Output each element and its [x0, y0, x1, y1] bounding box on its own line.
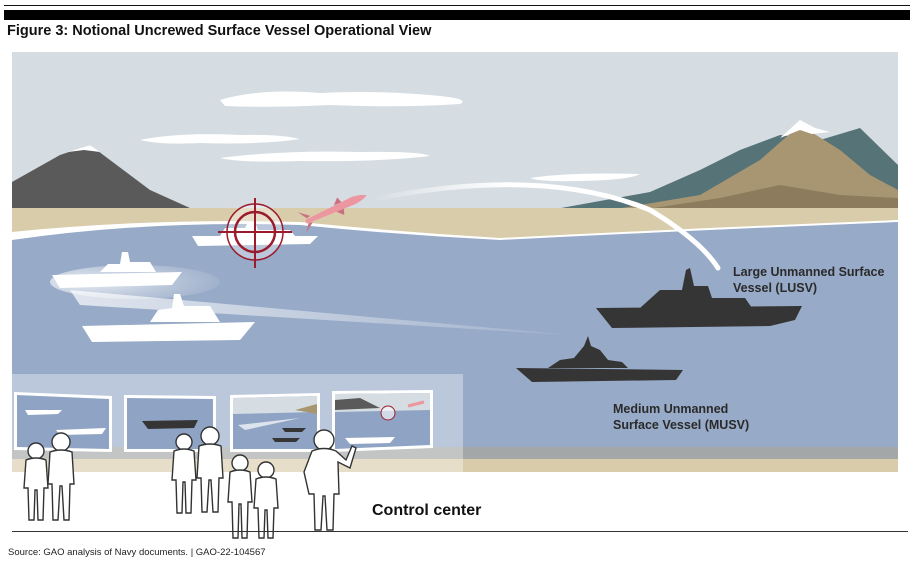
musv-label: Medium Unmanned Surface Vessel (MUSV) [613, 401, 749, 433]
white-ship-lower [82, 294, 255, 342]
musv-label-line-1: Medium Unmanned [613, 402, 729, 416]
musv-label-line-2: Surface Vessel (MUSV) [613, 418, 750, 432]
lusv-label-line-1: Large Unmanned Surface [733, 265, 885, 279]
mountain-right-tan [610, 125, 898, 210]
mountain-left-snow [68, 145, 100, 152]
white-ship-upper [52, 252, 182, 288]
operator-1 [23, 442, 49, 521]
operator-4 [196, 426, 224, 513]
clouds [140, 91, 640, 182]
operators [23, 426, 357, 539]
control-center-label: Control center [372, 502, 482, 519]
monitor-2 [124, 395, 216, 452]
bottom-rule [12, 531, 908, 532]
sensor-beam [70, 290, 570, 335]
operator-3 [171, 433, 197, 514]
monitor-3 [230, 393, 320, 452]
lusv-vessel [596, 268, 802, 328]
monitor-4 [332, 390, 433, 452]
missile-trajectory [367, 182, 721, 271]
mountain-right-snow [780, 120, 830, 138]
lusv-label: Large Unmanned Surface Vessel (LUSV) [733, 264, 884, 296]
figure-title: Figure 3: Notional Uncrewed Surface Vess… [7, 23, 432, 39]
shoreline-far [12, 208, 898, 238]
mountain-right-shade [640, 185, 898, 210]
monitor-1 [14, 392, 112, 452]
source-note: Source: GAO analysis of Navy documents. … [8, 547, 266, 558]
operator-6 [253, 461, 279, 539]
missile [297, 194, 367, 233]
operator-2 [47, 432, 75, 521]
target-crosshair-icon [218, 198, 292, 268]
lusv-label-line-2: Vessel (LUSV) [733, 281, 818, 295]
mountain-left [12, 145, 190, 208]
operator-5 [227, 454, 253, 539]
operator-7-pointing [303, 429, 357, 531]
musv-vessel [516, 336, 683, 382]
top-rule-thin [4, 5, 910, 6]
top-rule-thick [4, 10, 910, 20]
water [12, 222, 898, 447]
